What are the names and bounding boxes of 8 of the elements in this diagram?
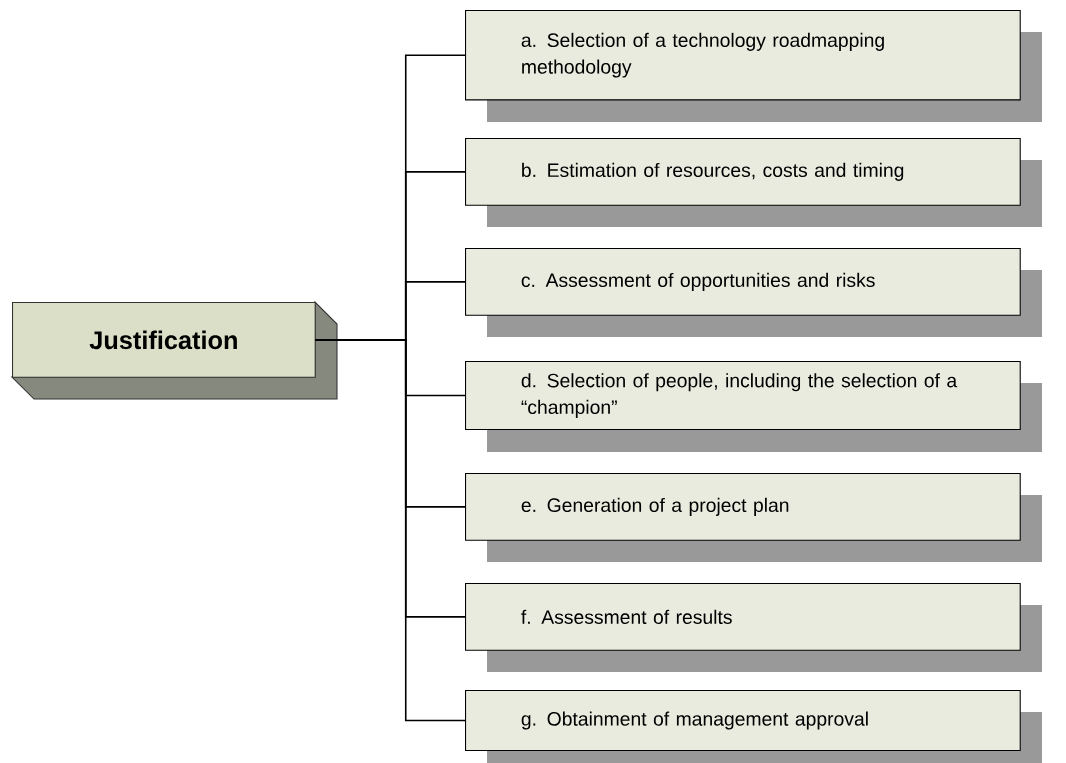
task-box: c. Assessment of opportunities and risks bbox=[465, 248, 1042, 337]
task-box: d. Selection of people, including the selection of a “champion” bbox=[465, 361, 1042, 452]
connector bbox=[314, 339, 466, 722]
task-box: a. Selection of a technology roadmapping methodology bbox=[465, 10, 1042, 122]
task-box: g. Obtainment of management approval bbox=[465, 690, 1042, 763]
task-box: e. Generation of a project plan bbox=[465, 473, 1042, 562]
task-box: b. Estimation of resources, costs and timing bbox=[465, 138, 1042, 227]
task-box: f. Assessment of results bbox=[465, 583, 1042, 672]
